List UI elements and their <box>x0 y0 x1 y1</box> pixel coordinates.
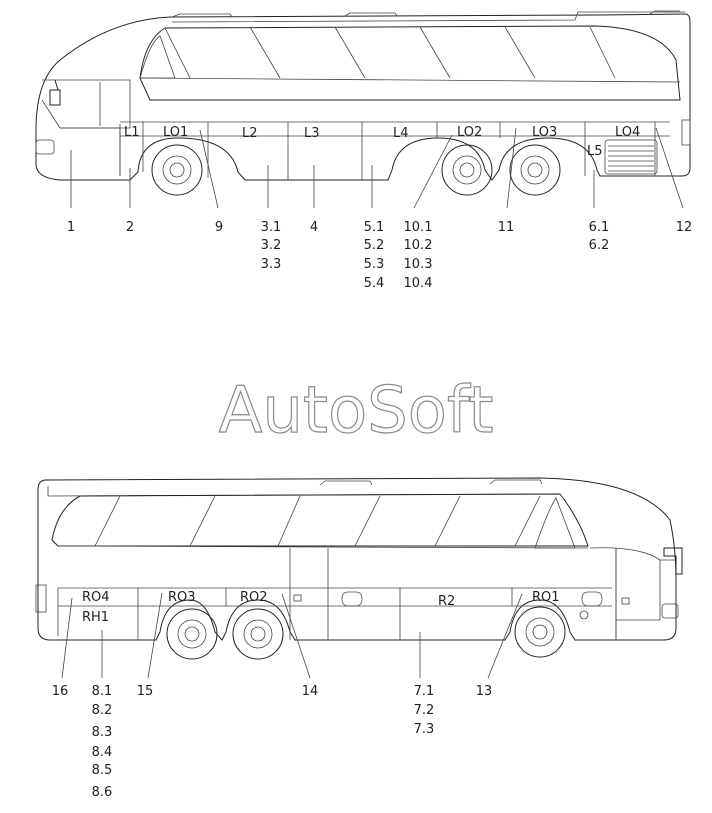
right-window-dividers <box>57 495 589 549</box>
panel-label-l2: L2 <box>242 126 258 141</box>
callout-1: 1 <box>67 220 75 235</box>
left-leader-lines <box>70 127 684 209</box>
callout-6-1: 6.1 <box>589 220 610 235</box>
callout-14: 14 <box>302 684 319 699</box>
callout-5-3: 5.3 <box>364 257 385 272</box>
panel-label-l5: L5 <box>587 144 603 159</box>
right-callouts: 16 8.1 8.2 8.3 8.4 8.5 8.6 15 14 7.1 7.2… <box>52 684 493 800</box>
callout-10-2: 10.2 <box>404 238 433 253</box>
panel-label-ro1: RO1 <box>532 590 560 605</box>
callout-10-3: 10.3 <box>404 257 433 272</box>
right-front-wheel <box>514 606 566 658</box>
callout-7-1: 7.1 <box>414 684 435 699</box>
left-front-wheel-hub <box>162 155 192 185</box>
left-grille-slats <box>608 145 654 172</box>
callout-10-4: 10.4 <box>404 276 433 291</box>
callout-8-6: 8.6 <box>92 785 113 800</box>
left-windows <box>139 25 681 101</box>
right-headlight <box>661 603 679 619</box>
callout-8-4: 8.4 <box>92 745 113 760</box>
right-panel-dividers <box>57 548 617 640</box>
callout-4: 4 <box>310 220 318 235</box>
right-mirror <box>663 547 683 575</box>
right-rear-wheel-2 <box>232 608 284 660</box>
callout-16: 16 <box>52 684 69 699</box>
callout-10-1: 10.1 <box>404 220 433 235</box>
right-rear-light <box>35 584 47 613</box>
callout-7-3: 7.3 <box>414 722 435 737</box>
callout-5-4: 5.4 <box>364 276 385 291</box>
callout-6-2: 6.2 <box>589 238 610 253</box>
callout-15: 15 <box>137 684 154 699</box>
panel-label-lo2: LO2 <box>457 125 482 140</box>
callout-3-1: 3.1 <box>261 220 282 235</box>
watermark-text: AutoSoft <box>219 374 494 448</box>
right-panel-labels: RO4 RH1 RO3 RO2 R2 RO1 <box>82 590 560 625</box>
panel-label-l4: L4 <box>393 126 409 141</box>
callout-3-3: 3.3 <box>261 257 282 272</box>
panel-label-r2: R2 <box>438 594 455 609</box>
left-callouts: 1 2 9 3.1 3.2 3.3 4 5.1 5.2 5.3 5.4 10.1… <box>67 220 692 291</box>
left-door <box>60 82 121 176</box>
callout-2: 2 <box>126 220 134 235</box>
right-fuel-cap-1 <box>341 591 363 607</box>
left-rear-wheel-2 <box>509 144 561 196</box>
callout-8-1: 8.1 <box>92 684 113 699</box>
right-front-glass <box>589 547 661 621</box>
callout-11: 11 <box>498 220 515 235</box>
right-door <box>615 559 676 640</box>
panel-label-ro2: RO2 <box>240 590 268 605</box>
panel-label-ro4: RO4 <box>82 590 110 605</box>
left-roof-rail <box>171 11 685 23</box>
left-window-dividers <box>139 26 681 83</box>
callout-8-5: 8.5 <box>92 763 113 778</box>
left-rear-light <box>681 119 691 146</box>
right-fuel-cap-2 <box>581 591 603 607</box>
left-rear-grille <box>604 139 658 175</box>
callout-3-2: 3.2 <box>261 238 282 253</box>
callout-12: 12 <box>676 220 693 235</box>
panel-label-lo3: LO3 <box>532 125 557 140</box>
right-side-marker-1 <box>293 594 302 602</box>
right-marker-light <box>579 610 589 620</box>
left-front-window <box>139 35 176 79</box>
panel-label-lo4: LO4 <box>615 125 640 140</box>
left-panel-dividers <box>119 122 656 180</box>
left-front-wheel <box>151 144 203 196</box>
right-windows <box>51 493 589 547</box>
left-roof-bumps <box>171 10 680 18</box>
panel-label-rh1: RH1 <box>82 610 109 625</box>
left-rear-wheel-1 <box>441 144 493 196</box>
callout-5-2: 5.2 <box>364 238 385 253</box>
left-body-outline <box>35 13 691 181</box>
left-mirror <box>49 79 61 106</box>
callout-13: 13 <box>476 684 493 699</box>
right-rear-wheel-1 <box>166 608 218 660</box>
right-body-outline <box>37 477 677 641</box>
callout-8-2: 8.2 <box>92 703 113 718</box>
right-side-marker-2 <box>621 597 630 605</box>
callout-5-1: 5.1 <box>364 220 385 235</box>
panel-label-lo1: LO1 <box>163 125 188 140</box>
right-roof-bumps <box>319 479 543 486</box>
callout-7-2: 7.2 <box>414 703 435 718</box>
panel-label-l1: L1 <box>124 125 140 140</box>
right-front-window <box>534 497 576 549</box>
panel-label-l3: L3 <box>304 126 320 141</box>
left-front-glass <box>41 79 131 129</box>
panel-label-ro3: RO3 <box>168 590 196 605</box>
left-side-view <box>35 10 691 196</box>
left-headlight <box>35 139 55 155</box>
right-side-view <box>35 477 683 660</box>
left-panel-labels: L1 LO1 L2 L3 L4 LO2 LO3 LO4 L5 <box>124 125 640 159</box>
right-leader-lines <box>61 592 523 679</box>
callout-8-3: 8.3 <box>92 725 113 740</box>
callout-9: 9 <box>215 220 223 235</box>
